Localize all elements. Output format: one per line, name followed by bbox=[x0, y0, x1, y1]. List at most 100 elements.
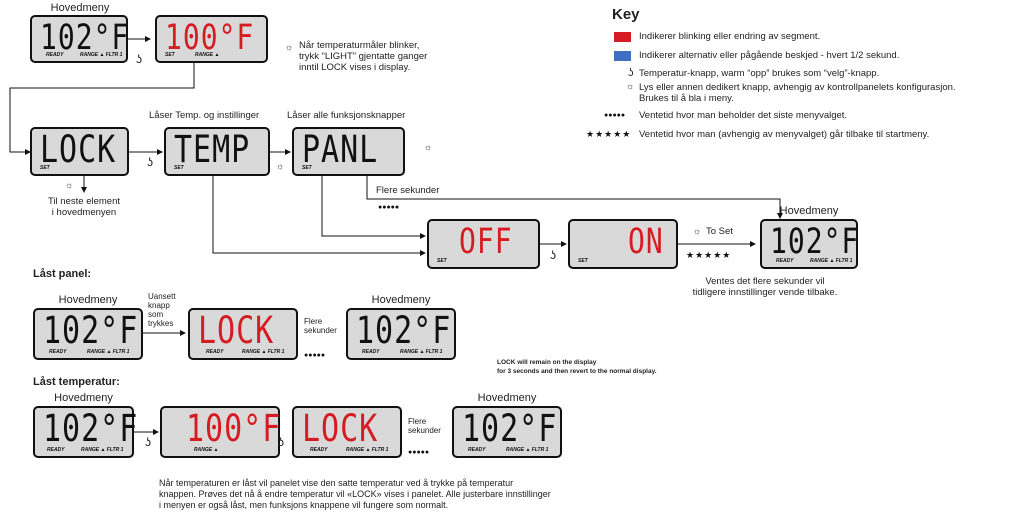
lcd-reading: LOCK bbox=[302, 407, 379, 451]
light-button-icon: ☼ bbox=[65, 180, 74, 190]
set-indicator: SET bbox=[578, 258, 588, 264]
lcd-display-main: 102°F READY RANGE ▲ FLTR 1 bbox=[30, 15, 128, 63]
light-button-icon: ☼ bbox=[424, 142, 433, 152]
main-menu-label: Hovedmeny bbox=[371, 294, 431, 306]
lcd-display-setpoint: 100°F SET RANGE ▲ bbox=[155, 15, 268, 63]
several-seconds-label: Flere sekunder bbox=[376, 185, 440, 196]
lcd-reading: ON bbox=[628, 220, 664, 262]
ready-indicator: READY bbox=[49, 349, 67, 355]
lcd-reading: 100°F bbox=[186, 407, 282, 451]
range-filter-indicator: RANGE ▲ FLTR 1 bbox=[242, 349, 285, 355]
set-indicator: SET bbox=[174, 165, 184, 171]
temp-button-icon: ʖ bbox=[136, 52, 142, 66]
to-set-label: To Set bbox=[706, 226, 733, 237]
ready-indicator: READY bbox=[206, 349, 224, 355]
range-filter-indicator: RANGE ▲ FLTR 1 bbox=[400, 349, 443, 355]
lcd-display-panel: PANL SET bbox=[292, 127, 405, 176]
lcd-display-lock-red: LOCK READY RANGE ▲ FLTR 1 bbox=[188, 308, 298, 360]
lcd-reading: OFF bbox=[459, 220, 513, 262]
ready-indicator: READY bbox=[47, 447, 65, 453]
key-item-red: Indikerer blinking eller endring av segm… bbox=[639, 31, 821, 42]
locked-panel-heading: Låst panel: bbox=[33, 268, 92, 280]
lcd-reading: 102°F bbox=[43, 407, 139, 451]
ready-indicator: READY bbox=[468, 447, 486, 453]
lcd-display-off: OFF SET bbox=[427, 219, 540, 269]
lcd-display-main: 102°F READY RANGE ▲ FLTR 1 bbox=[33, 406, 139, 458]
temp-button-icon: ʖ bbox=[550, 248, 556, 262]
range-filter-indicator: RANGE ▲ FLTR 1 bbox=[81, 447, 124, 453]
lcd-reading: 102°F bbox=[43, 309, 139, 353]
ready-indicator: READY bbox=[776, 258, 794, 264]
range-filter-indicator: RANGE ▲ FLTR 1 bbox=[87, 349, 130, 355]
lcd-display-lock-red: LOCK READY RANGE ▲ FLTR 1 bbox=[292, 406, 402, 458]
lcd-display-main: 102°F READY RANGE ▲ FLTR 1 bbox=[33, 308, 143, 360]
locks-all-label: Låser alle funksjonsknapper bbox=[287, 110, 406, 121]
light-button-icon: ☼ bbox=[276, 161, 285, 171]
lcd-reading: TEMP bbox=[174, 128, 251, 172]
set-indicator: SET bbox=[40, 165, 50, 171]
range-filter-indicator: RANGE ▲ FLTR 1 bbox=[506, 447, 549, 453]
lcd-display-main: 102°F READY RANGE ▲ FLTR 1 bbox=[346, 308, 456, 360]
set-indicator: SET bbox=[437, 258, 447, 264]
locked-temp-heading: Låst temperatur: bbox=[33, 376, 120, 388]
main-menu-label: Hovedmeny bbox=[779, 205, 839, 217]
any-button-note: Uansett knapp som trykkes bbox=[148, 292, 176, 328]
main-menu-label: Hovedmeny bbox=[58, 294, 118, 306]
light-button-icon: ☼ bbox=[626, 81, 635, 91]
lcd-display-on: ON SET bbox=[568, 219, 678, 269]
lcd-display-main: 102°F READY RANGE ▲ FLTR 1 bbox=[760, 219, 858, 269]
main-menu-label: Hovedmeny bbox=[50, 2, 110, 14]
main-menu-label: Hovedmeny bbox=[54, 392, 113, 404]
bottom-note: Når temperaturen er låst vil panelet vis… bbox=[159, 478, 551, 510]
range-indicator: RANGE ▲ bbox=[194, 447, 219, 453]
lcd-reading: 102°F bbox=[770, 220, 860, 262]
dots-icon: ●●●●● bbox=[378, 204, 400, 211]
range-filter-indicator: RANGE ▲ FLTR 1 bbox=[80, 52, 123, 58]
dots-icon: ●●●●● bbox=[604, 112, 626, 119]
range-filter-indicator: RANGE ▲ FLTR 1 bbox=[346, 447, 389, 453]
several-seconds-label: Flere sekunder bbox=[304, 317, 337, 335]
temp-button-icon: ʖ bbox=[147, 155, 153, 169]
ready-indicator: READY bbox=[362, 349, 380, 355]
several-seconds-label: Flere sekunder bbox=[408, 417, 441, 435]
set-indicator: SET bbox=[302, 165, 312, 171]
stars-icon: ★★★★★ bbox=[586, 129, 632, 139]
lcd-reading: LOCK bbox=[198, 309, 275, 353]
lcd-reading: 100°F bbox=[165, 16, 255, 58]
blue-swatch bbox=[614, 51, 631, 61]
key-item-blue: Indikerer alternativ eller pågående besk… bbox=[639, 50, 900, 61]
lcd-reading: LOCK bbox=[40, 128, 117, 172]
key-title: Key bbox=[612, 6, 640, 23]
locks-temp-label: Låser Temp. og instillinger bbox=[149, 110, 260, 121]
set-indicator: SET bbox=[165, 52, 175, 58]
light-button-icon: ☼ bbox=[285, 42, 294, 52]
lcd-display-lock: LOCK SET bbox=[30, 127, 129, 176]
stars-icon: ★★★★★ bbox=[686, 250, 732, 260]
range-filter-indicator: RANGE ▲ FLTR 1 bbox=[810, 258, 853, 264]
lcd-reading: 102°F bbox=[462, 407, 558, 451]
red-swatch bbox=[614, 32, 631, 42]
lcd-reading: 102°F bbox=[40, 16, 130, 58]
temp-button-icon: ʖ bbox=[145, 435, 151, 449]
lcd-display-main: 102°F READY RANGE ▲ FLTR 1 bbox=[452, 406, 562, 458]
key-item-temp-button: Temperatur-knapp, warm “opp” brukes som … bbox=[639, 68, 880, 79]
ready-indicator: READY bbox=[46, 52, 64, 58]
blink-instruction-note: Når temperaturmåler blinker, trykk “LIGH… bbox=[299, 40, 428, 73]
key-item-dots: Ventetid hvor man beholder det siste men… bbox=[639, 110, 848, 121]
dots-icon: ●●●●● bbox=[408, 449, 430, 456]
lock-remain-note: LOCK will remain on the display for 3 se… bbox=[497, 359, 657, 375]
revert-note: Ventes det flere sekunder vil tidligere … bbox=[692, 276, 838, 298]
temp-button-icon: ʖ bbox=[278, 435, 284, 449]
key-item-light-button: Lys eller annen dedikert knapp, avhengig… bbox=[639, 82, 956, 104]
temp-button-icon: ʖ bbox=[628, 67, 634, 79]
main-menu-label: Hovedmeny bbox=[477, 392, 537, 404]
next-element-note: Til neste element i hovedmenyen bbox=[48, 196, 120, 218]
lcd-display-temp: TEMP SET bbox=[164, 127, 270, 176]
key-item-stars: Ventetid hvor man (avhengig av menyvalge… bbox=[639, 129, 930, 140]
ready-indicator: READY bbox=[310, 447, 328, 453]
light-button-icon: ☼ bbox=[693, 226, 702, 236]
lcd-display-setpoint: 100°F RANGE ▲ bbox=[160, 406, 280, 458]
lcd-reading: PANL bbox=[302, 128, 379, 172]
range-indicator: RANGE ▲ bbox=[195, 52, 220, 58]
